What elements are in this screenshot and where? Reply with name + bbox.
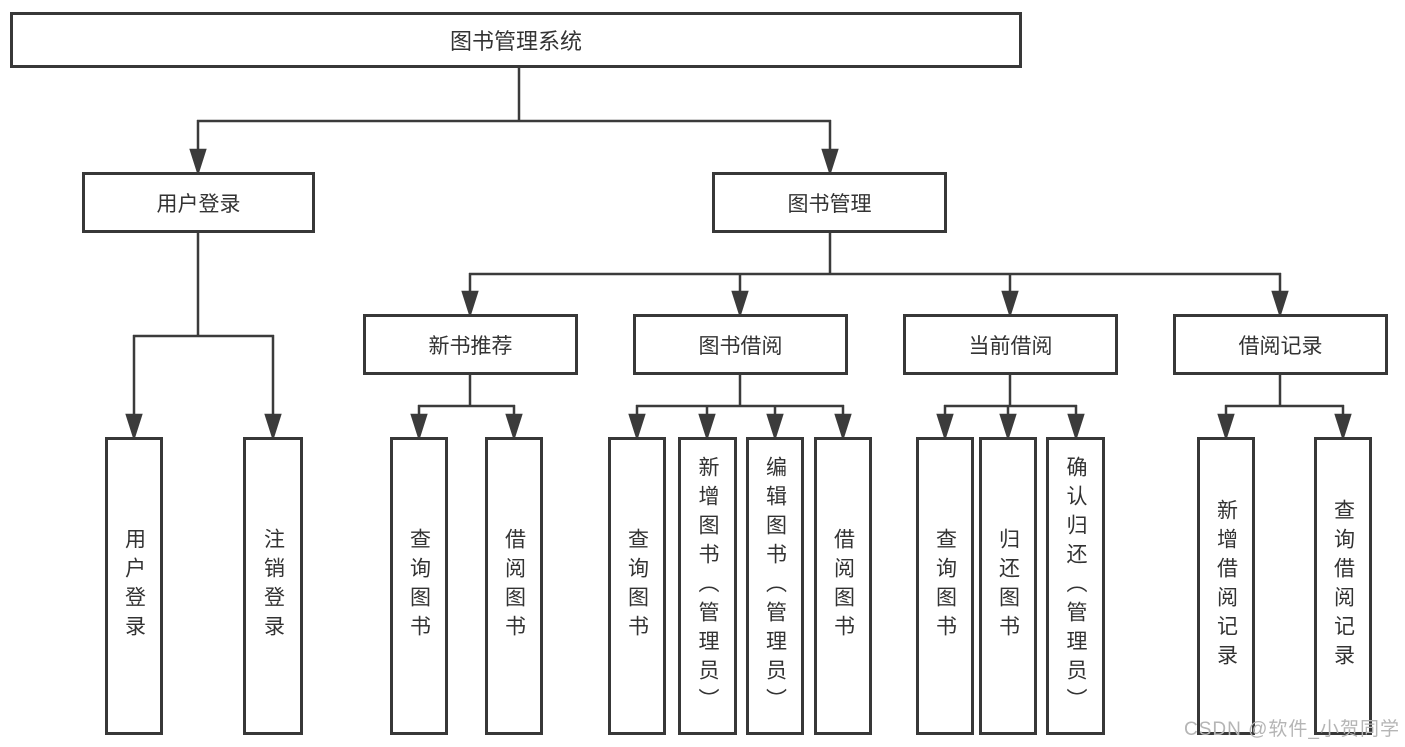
- leaf-newbook-query-books-label: 查询图书: [407, 528, 431, 644]
- node-book-borrow: 图书借阅: [633, 314, 848, 375]
- node-book-management: 图书管理: [712, 172, 947, 233]
- leaf-borrow-edit-books-admin: 编辑图书（管理员）: [746, 437, 804, 735]
- node-borrow-records-label: 借阅记录: [1238, 334, 1323, 358]
- leaf-current-confirm-return-admin: 确认归还（管理员）: [1046, 437, 1105, 735]
- leaf-user-login-label: 用户登录: [122, 528, 146, 644]
- leaf-borrow-query-books-label: 查询图书: [625, 528, 649, 644]
- leaf-newbook-borrow-books-label: 借阅图书: [502, 528, 526, 644]
- leaf-record-add-label: 新增借阅记录: [1214, 499, 1238, 673]
- leaf-borrow-query-books: 查询图书: [608, 437, 666, 735]
- leaf-current-query-books: 查询图书: [916, 437, 974, 735]
- leaf-newbook-query-books: 查询图书: [390, 437, 448, 735]
- node-user-login: 用户登录: [82, 172, 315, 233]
- leaf-user-login: 用户登录: [105, 437, 163, 735]
- leaf-borrow-edit-books-admin-label: 编辑图书（管理员）: [763, 455, 787, 717]
- leaf-current-query-books-label: 查询图书: [933, 528, 957, 644]
- node-current-borrow: 当前借阅: [903, 314, 1118, 375]
- node-library-system-label: 图书管理系统: [449, 29, 582, 54]
- leaf-borrow-borrow-books-label: 借阅图书: [831, 528, 855, 644]
- node-book-management-label: 图书管理: [787, 192, 872, 216]
- leaf-record-query-label: 查询借阅记录: [1331, 499, 1355, 673]
- node-new-book-recommend: 新书推荐: [363, 314, 578, 375]
- node-book-borrow-label: 图书借阅: [698, 334, 783, 358]
- leaf-borrow-add-books-admin-label: 新增图书（管理员）: [696, 455, 719, 717]
- leaf-current-confirm-return-admin-label: 确认归还（管理员）: [1064, 455, 1087, 717]
- leaf-newbook-borrow-books: 借阅图书: [485, 437, 543, 735]
- leaf-logout: 注销登录: [243, 437, 303, 735]
- node-new-book-recommend-label: 新书推荐: [428, 334, 513, 358]
- node-borrow-records: 借阅记录: [1173, 314, 1388, 375]
- leaf-logout-label: 注销登录: [261, 528, 285, 644]
- node-user-login-label: 用户登录: [156, 192, 241, 216]
- node-library-system: 图书管理系统: [10, 12, 1022, 68]
- node-current-borrow-label: 当前借阅: [968, 334, 1053, 358]
- leaf-current-return-books-label: 归还图书: [996, 528, 1020, 644]
- leaf-current-return-books: 归还图书: [979, 437, 1037, 735]
- leaf-record-add: 新增借阅记录: [1197, 437, 1255, 735]
- leaf-borrow-borrow-books: 借阅图书: [814, 437, 872, 735]
- leaf-record-query: 查询借阅记录: [1314, 437, 1372, 735]
- leaf-borrow-add-books-admin: 新增图书（管理员）: [678, 437, 737, 735]
